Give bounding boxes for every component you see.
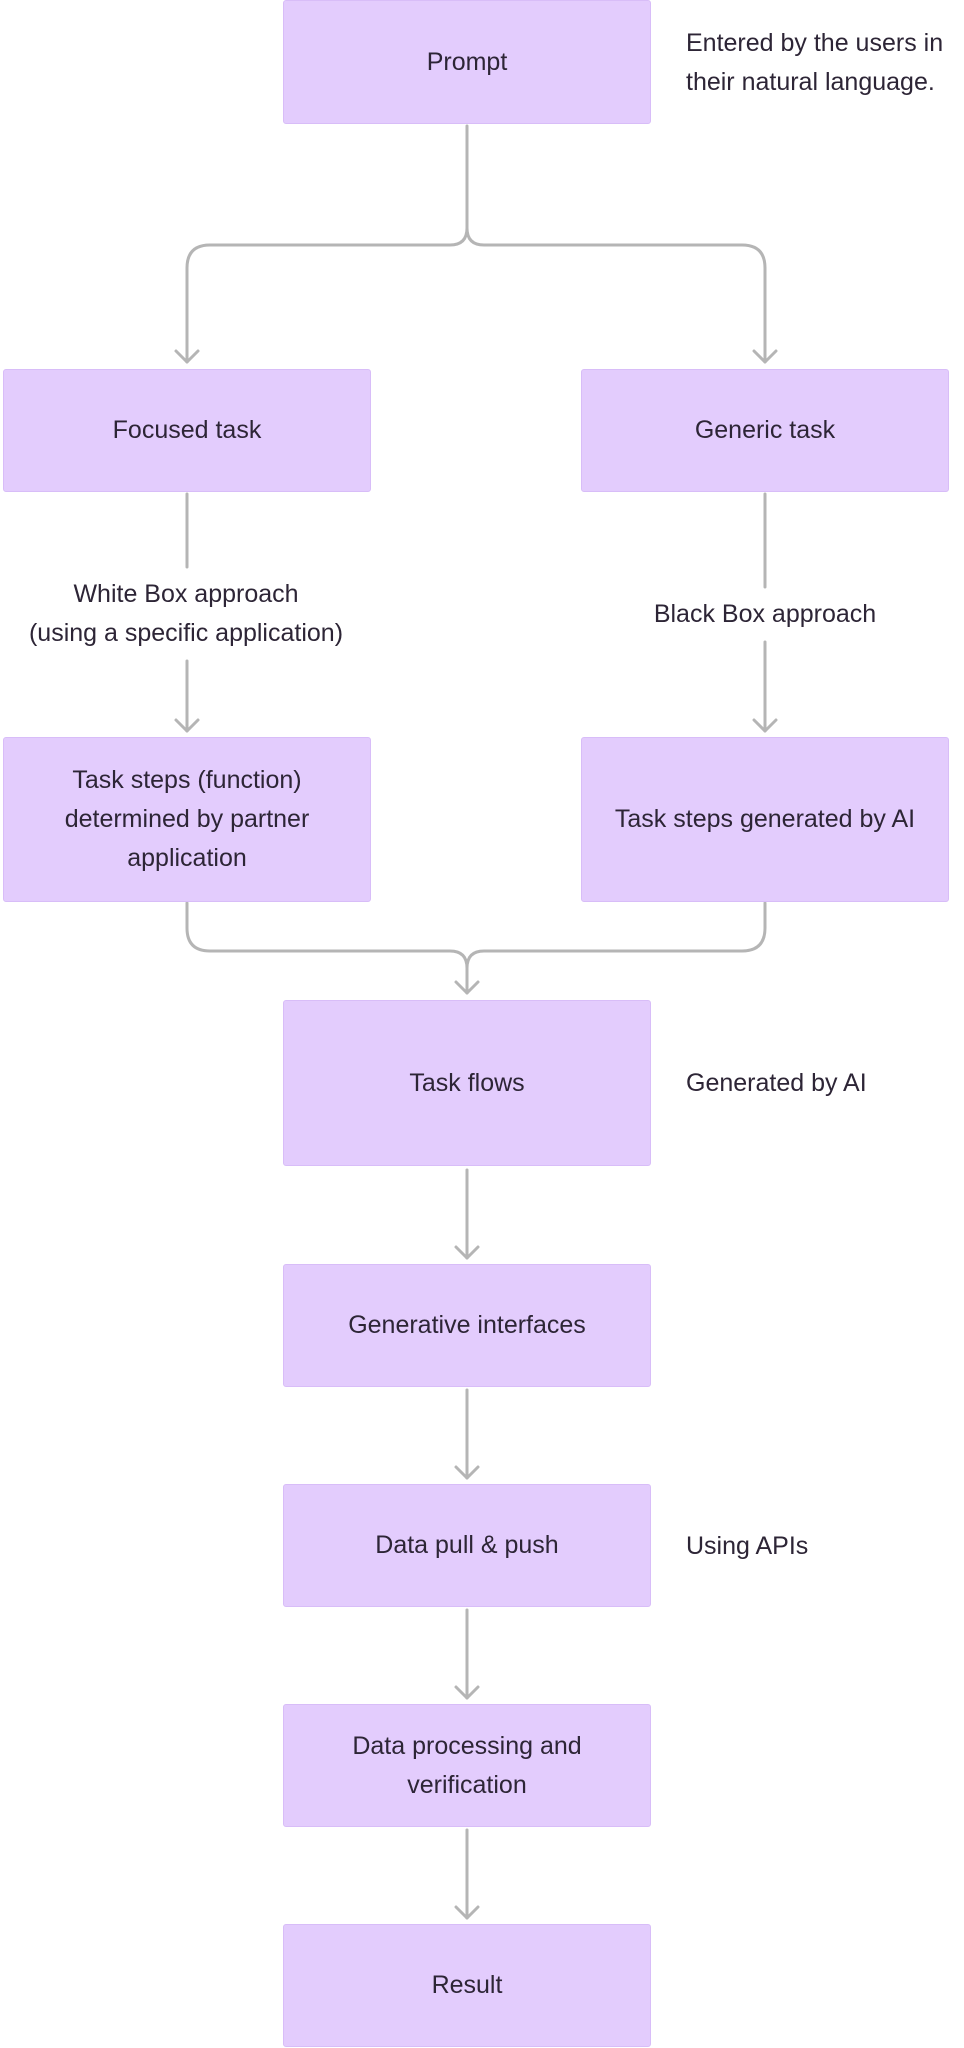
node-data-processing-label: Data processing and verification (352, 1731, 582, 1799)
arrowhead-partner-steps (174, 718, 200, 733)
node-generative-interfaces: Generative interfaces (283, 1264, 651, 1387)
arrowhead-interfaces (454, 1245, 480, 1260)
node-result: Result (283, 1924, 651, 2047)
arrowhead-focused (174, 349, 200, 364)
annotation-prompt-note: Entered by the users in their natural la… (686, 29, 944, 96)
node-focused-task: Focused task (3, 369, 371, 492)
node-task-steps-ai-label: Task steps generated by AI (614, 805, 916, 833)
node-generative-interfaces-label: Generative interfaces (348, 1311, 586, 1339)
node-task-steps-ai: Task steps generated by AI (581, 737, 949, 902)
node-task-flows-label: Task flows (409, 1068, 525, 1097)
node-data-pull-push: Data pull & push (283, 1484, 651, 1607)
connector-prompt-split-right (465, 226, 767, 364)
node-result-label: Result (431, 1971, 503, 1999)
node-prompt-label: Prompt (426, 47, 508, 76)
arrowhead-ai-steps (752, 718, 778, 733)
node-generic-task: Generic task (581, 369, 949, 492)
connector-prompt-split (185, 124, 469, 364)
node-task-steps-partner-label: Task steps (function) determined by part… (64, 766, 310, 872)
connector-merge-left (185, 901, 469, 995)
annotation-task-flows-note: Generated by AI (686, 1069, 867, 1097)
node-prompt: Prompt (283, 0, 651, 124)
arrowhead-result (454, 1905, 480, 1920)
arrowhead-generic (752, 349, 778, 364)
annotation-black-box: Black Box approach (653, 600, 877, 628)
node-task-steps-partner: Task steps (function) determined by part… (3, 737, 371, 902)
node-data-processing: Data processing and verification (283, 1704, 651, 1827)
node-task-flows: Task flows (283, 1000, 651, 1166)
arrowhead-task-flows (454, 980, 480, 995)
node-data-pull-push-label: Data pull & push (375, 1531, 559, 1559)
annotation-data-note: Using APIs (686, 1532, 809, 1560)
annotation-white-box: White Box approach (using a specific app… (28, 580, 344, 647)
arrowhead-data (454, 1465, 480, 1480)
node-focused-task-label: Focused task (112, 416, 262, 444)
node-generic-task-label: Generic task (694, 416, 836, 444)
arrowhead-processing (454, 1685, 480, 1700)
connector-merge-right (465, 901, 767, 970)
